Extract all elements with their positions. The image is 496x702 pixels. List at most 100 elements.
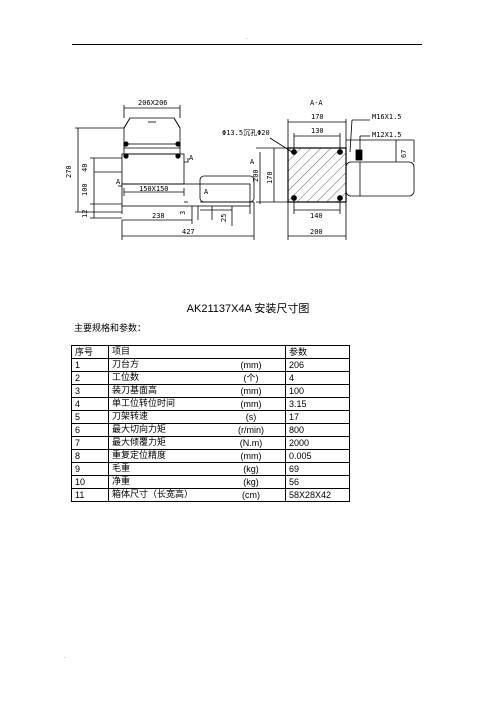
cell-item: 最大倾覆力矩 <box>108 436 217 450</box>
section-marker-a-3: A <box>116 178 121 186</box>
section-view-labels: A-A 170 130 Φ13.5沉孔Φ20 M16X1.5 M12X1.5 6… <box>222 99 408 236</box>
cell-item: 箱体尺寸（长宽高） <box>108 488 217 502</box>
cell-value: 0.005 <box>285 449 350 463</box>
section-motor <box>345 161 415 197</box>
section-title: A-A <box>310 99 323 107</box>
cell-value: 17 <box>285 410 350 424</box>
clamp-plate <box>123 143 181 155</box>
cell-value: 4 <box>285 371 350 385</box>
cell-no: 10 <box>71 475 109 489</box>
tool-block <box>123 117 181 149</box>
cell-item: 刀架转速 <box>108 410 217 424</box>
hole-note: Φ13.5沉孔Φ20 <box>222 129 270 137</box>
installation-drawing: 206X206 270 100 40 12 150X150 238 3 25 4… <box>65 99 415 240</box>
dim-40: 40 <box>81 164 89 172</box>
cell-no: 3 <box>71 384 109 398</box>
dim-67: 67 <box>400 150 408 158</box>
thread-m12: M12X1.5 <box>372 131 402 139</box>
dim-170-side: 170 <box>266 171 274 184</box>
cell-no: 4 <box>71 397 109 411</box>
cell-unit: (N.m) <box>217 436 286 450</box>
figure-title: AK21137X4A 安装尺寸图 <box>186 303 310 315</box>
header-value: 参数 <box>285 345 350 359</box>
cell-no: 5 <box>71 410 109 424</box>
cell-item: 工位数 <box>108 371 217 385</box>
dim-170-top: 170 <box>311 113 324 121</box>
dim-3: 3 <box>179 211 187 215</box>
footer-dot: . <box>64 654 66 660</box>
turret-body <box>121 153 185 185</box>
dim-206x206: 206X206 <box>138 99 168 107</box>
dim-12: 12 <box>81 210 89 218</box>
cell-item: 最大切向力矩 <box>108 423 217 437</box>
dim-140: 140 <box>310 212 323 220</box>
dim-150x150: 150X150 <box>139 185 169 193</box>
cell-item: 装刀基面高 <box>108 384 217 398</box>
dim-200-side: 200 <box>252 169 260 182</box>
cell-unit: (mm) <box>217 449 286 463</box>
cell-no: 8 <box>71 449 109 463</box>
cell-no: 9 <box>71 462 109 476</box>
cell-unit: (mm) <box>217 384 286 398</box>
cell-unit: (kg) <box>217 462 286 476</box>
dim-427: 427 <box>182 228 195 236</box>
cell-value: 69 <box>285 462 350 476</box>
cell-no: 11 <box>71 488 109 502</box>
spec-subtitle: 主要规格和参数： <box>74 324 147 334</box>
cell-value: 2000 <box>285 436 350 450</box>
front-view <box>75 105 255 240</box>
dim-25: 25 <box>220 214 228 222</box>
thread-m16: M16X1.5 <box>372 113 402 121</box>
cell-value: 100 <box>285 384 350 398</box>
header-item: 项目 <box>108 345 217 359</box>
cell-value: 800 <box>285 423 350 437</box>
header-rule <box>72 44 422 45</box>
section-view <box>256 119 415 240</box>
section-marker-a-2: A <box>204 188 209 196</box>
dim-270: 270 <box>65 165 73 178</box>
cell-no: 2 <box>71 371 109 385</box>
base-body <box>121 183 251 207</box>
cell-unit: (mm) <box>217 358 286 372</box>
cell-item: 刀台方 <box>108 358 217 372</box>
cell-unit: (s) <box>217 410 286 424</box>
cell-item: 重复定位精度 <box>108 449 217 463</box>
cell-value: 56 <box>285 475 350 489</box>
cell-unit: (r/min) <box>217 423 286 437</box>
table-header-row: 序号 项目 参数 <box>71 345 350 359</box>
cell-item: 净重 <box>108 475 217 489</box>
section-hatched-body <box>287 147 347 203</box>
cell-unit: (kg) <box>217 475 286 489</box>
cell-no: 7 <box>71 436 109 450</box>
cell-no: 6 <box>71 423 109 437</box>
section-marker-a-4: A <box>250 158 255 166</box>
section-marker-a-1: A <box>189 154 194 162</box>
cell-item: 单工位转位时间 <box>108 397 217 411</box>
dim-130: 130 <box>311 127 324 135</box>
header-unit <box>217 345 286 359</box>
dim-200-bottom: 200 <box>310 228 323 236</box>
header-dot: . <box>246 35 248 41</box>
front-view-labels: 206X206 270 100 40 12 150X150 238 3 25 4… <box>65 99 255 236</box>
cell-value: 206 <box>285 358 350 372</box>
cell-value: 58X28X42 <box>285 488 350 502</box>
cell-no: 1 <box>71 358 109 372</box>
cell-unit: (mm) <box>217 397 286 411</box>
cell-unit: (个) <box>217 371 286 385</box>
cell-unit: (cm) <box>217 488 286 502</box>
cell-value: 3.15 <box>285 397 350 411</box>
header-no: 序号 <box>71 345 109 359</box>
